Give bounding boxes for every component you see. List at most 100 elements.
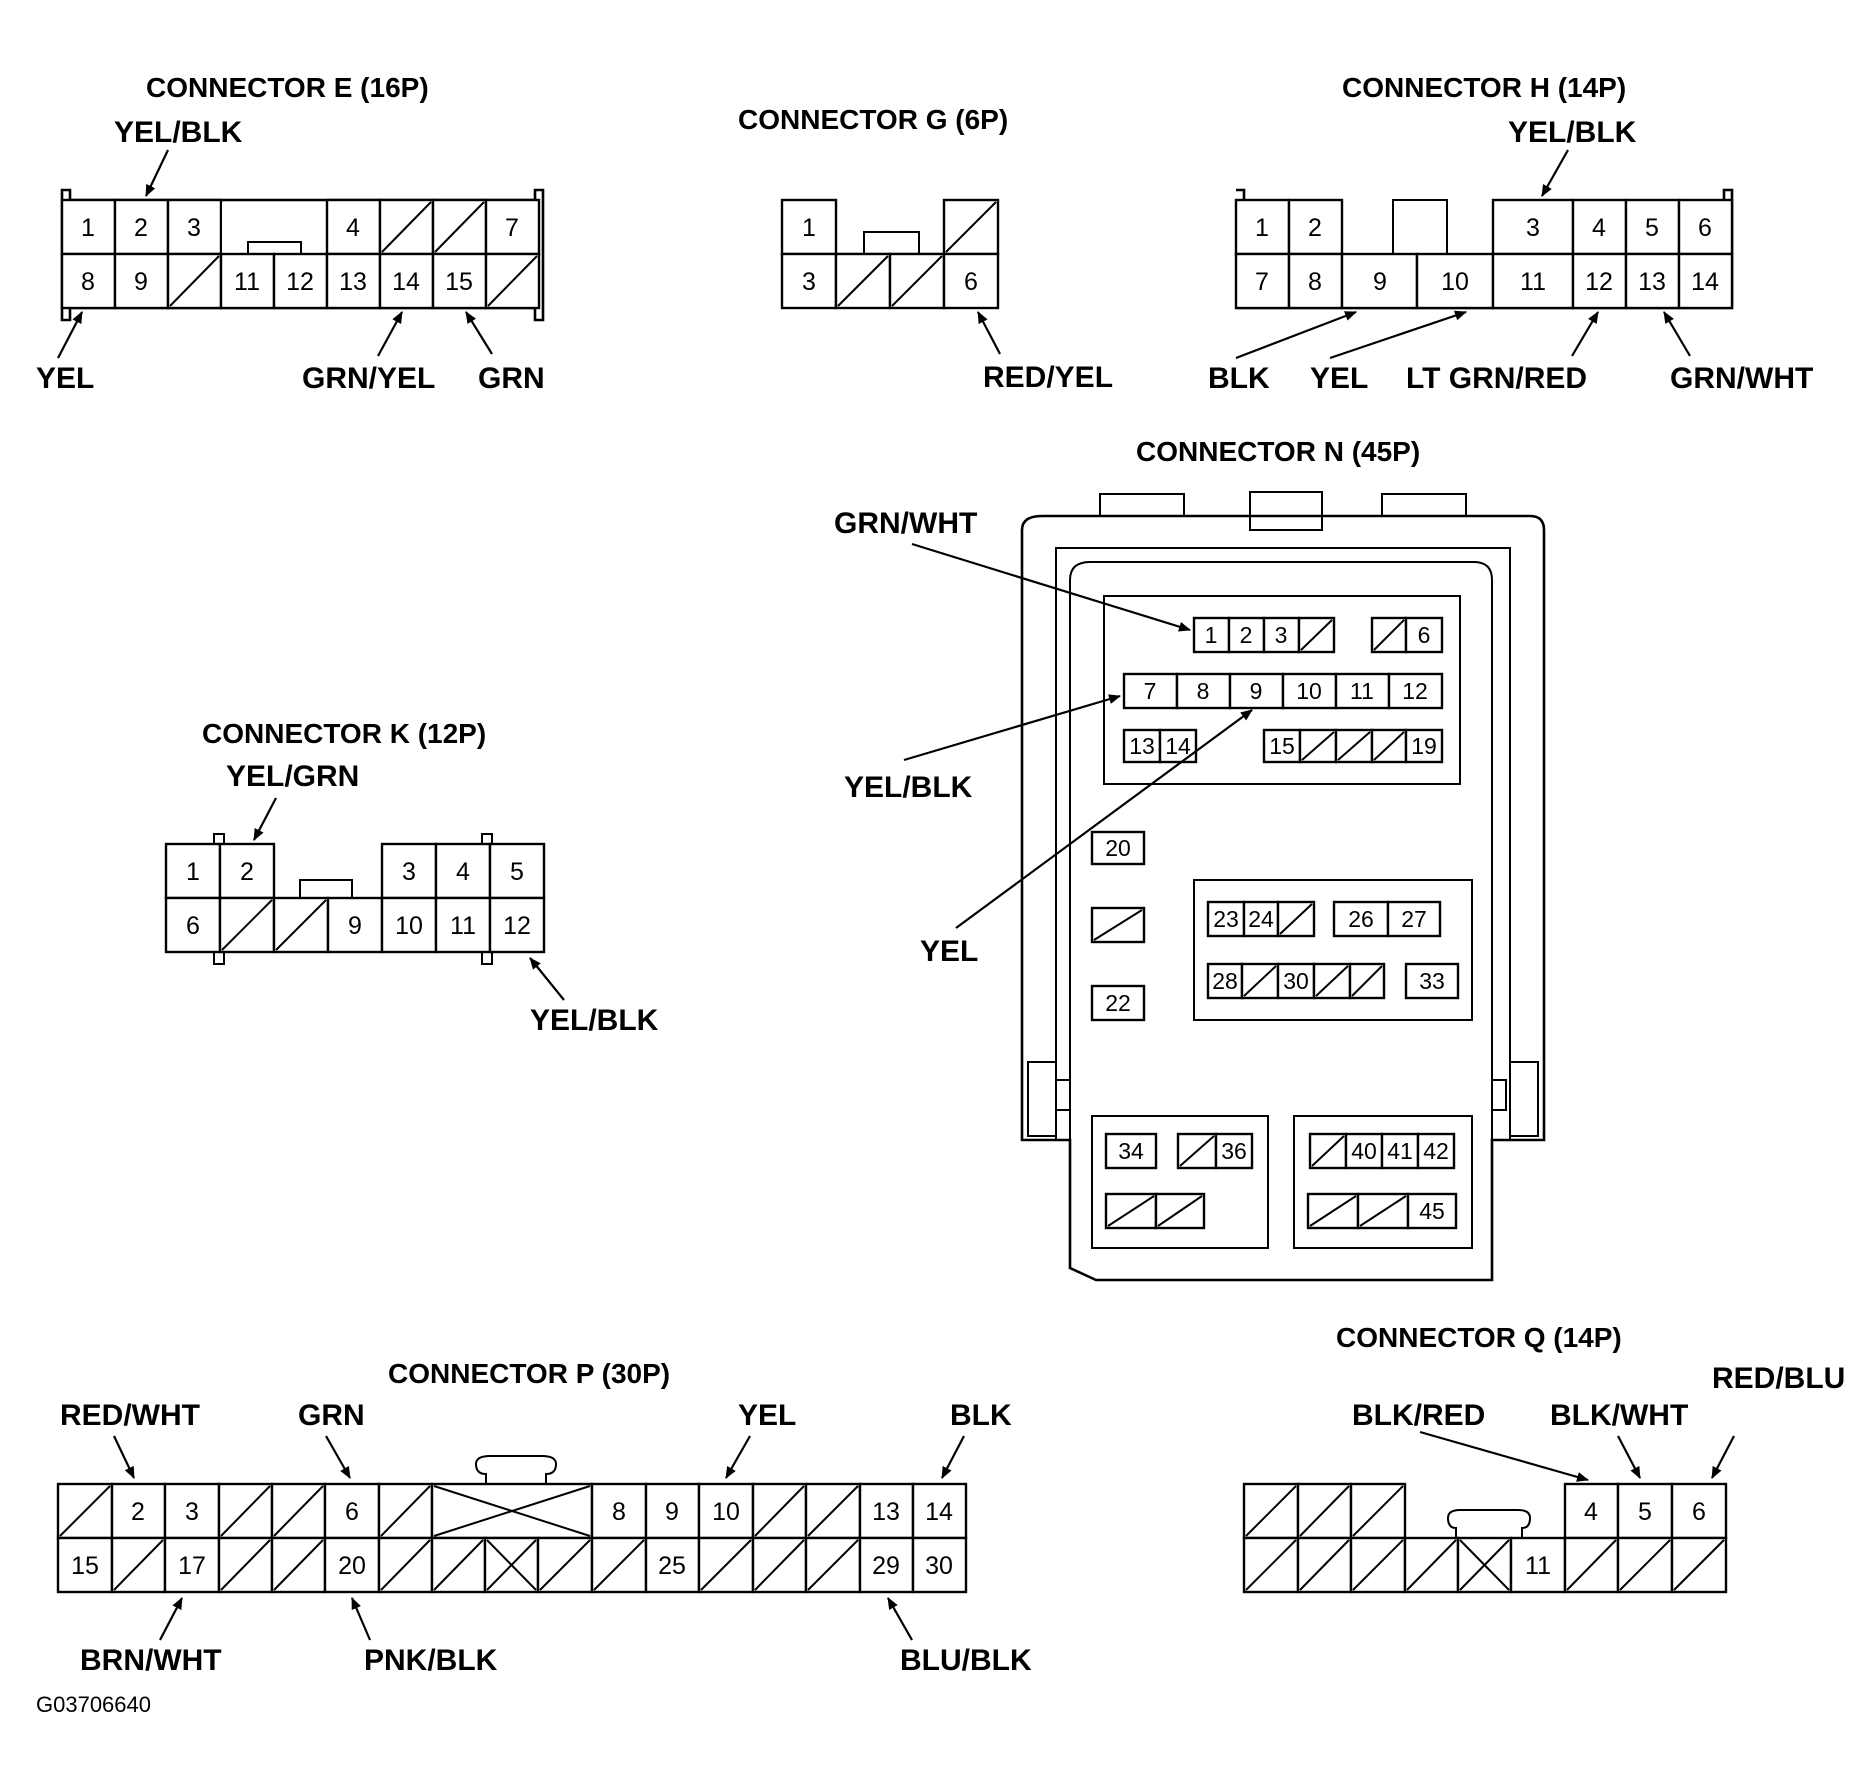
svg-text:14: 14 <box>1165 733 1191 759</box>
connector-k-wire-yel-grn: YEL/GRN <box>226 760 359 793</box>
connector-h-pin-9: 9 <box>1340 252 1419 310</box>
connector-p-empty-27 <box>751 1536 808 1594</box>
svg-text:3: 3 <box>802 268 816 296</box>
connector-n-pin-3: 3 <box>1262 616 1301 654</box>
svg-text:2: 2 <box>240 858 254 886</box>
connector-p-wire-grn: GRN <box>298 1399 365 1432</box>
connector-e-pin-9: 9 <box>113 252 170 310</box>
connector-e-wire-yel: YEL <box>36 362 94 395</box>
connector-n-pin-45: 45 <box>1406 1192 1458 1230</box>
connector-q-empty-9 <box>1349 1536 1407 1594</box>
svg-text:1: 1 <box>1205 622 1218 648</box>
connector-n-pin-42: 42 <box>1416 1132 1456 1170</box>
connector-n-pin-23: 23 <box>1206 900 1246 938</box>
connector-k-empty-7 <box>218 896 276 954</box>
connector-q: CONNECTOR Q (14P) 11 4 5 6 BLK/RED BLK/W… <box>1242 1322 1845 1594</box>
connector-q-pin-11: 11 <box>1509 1536 1567 1594</box>
connector-e-pin-15: 15 <box>431 252 488 310</box>
connector-e-wire-yel-blk: YEL/BLK <box>114 116 243 149</box>
svg-text:19: 19 <box>1411 733 1437 759</box>
svg-text:8: 8 <box>1197 678 1210 704</box>
connector-n-pin-7: 7 <box>1122 672 1179 710</box>
connector-n-pin-14: 14 <box>1158 728 1198 764</box>
connector-p-pin-13: 13 <box>858 1482 915 1540</box>
connector-q-empty-8 <box>1296 1536 1353 1594</box>
svg-text:11: 11 <box>1525 1552 1551 1580</box>
svg-text:2: 2 <box>1308 214 1322 242</box>
connector-g-empty-5 <box>888 252 946 310</box>
connector-q-wire-red-blu: RED/BLU <box>1712 1362 1845 1395</box>
connector-p-empty-19 <box>270 1536 327 1594</box>
svg-text:45: 45 <box>1419 1198 1445 1224</box>
connector-g-pin-3: 3 <box>780 252 838 310</box>
svg-text:3: 3 <box>185 1498 199 1526</box>
connector-p-blocked-23 <box>483 1536 540 1594</box>
svg-text:11: 11 <box>234 268 260 296</box>
svg-text:4: 4 <box>1592 214 1606 242</box>
connector-q-empty-10 <box>1403 1536 1460 1594</box>
connector-p-wire-brn-wht: BRN/WHT <box>80 1644 222 1677</box>
connector-p-pin-3: 3 <box>163 1482 221 1540</box>
connector-k-pin-6: 6 <box>164 896 222 954</box>
connector-k-pin-12: 12 <box>488 896 546 954</box>
svg-text:11: 11 <box>450 912 476 940</box>
svg-text:6: 6 <box>964 268 978 296</box>
svg-text:10: 10 <box>712 1498 740 1526</box>
svg-text:13: 13 <box>872 1498 900 1526</box>
connector-p-wire-blu-blk: BLU/BLK <box>900 1644 1032 1677</box>
connector-h-pin-11: 11 <box>1491 252 1575 310</box>
connector-n-pin-13: 13 <box>1122 728 1162 764</box>
connector-h-pin-4: 4 <box>1571 198 1628 256</box>
connector-e-pin-13: 13 <box>325 252 382 310</box>
connector-n-empty-29 <box>1240 962 1280 1000</box>
connector-e-pin-8: 8 <box>60 252 117 310</box>
connector-k-pin-5: 5 <box>488 842 546 900</box>
connector-n-pin-1: 1 <box>1192 616 1231 654</box>
connector-p-pin-29: 29 <box>858 1536 915 1594</box>
connector-p-empty-24b <box>590 1536 648 1594</box>
connector-e-wire-grn: GRN <box>478 362 545 395</box>
connector-e-pin-3: 3 <box>166 198 223 256</box>
connector-k-pin-4: 4 <box>434 842 492 900</box>
svg-text:17: 17 <box>178 1552 206 1580</box>
connector-n-pin-33: 33 <box>1404 962 1460 1000</box>
svg-text:42: 42 <box>1423 1138 1449 1164</box>
connector-e-empty-16 <box>484 252 541 310</box>
connector-n-pin-41: 41 <box>1380 1132 1420 1170</box>
connector-h-pin-8: 8 <box>1287 252 1344 310</box>
connector-h-pin-14: 14 <box>1677 252 1734 310</box>
connector-q-empty-7 <box>1242 1536 1300 1594</box>
svg-text:4: 4 <box>1584 1498 1598 1526</box>
svg-text:1: 1 <box>802 214 816 242</box>
svg-text:1: 1 <box>81 214 95 242</box>
svg-text:2: 2 <box>131 1498 145 1526</box>
connector-n-pin-8: 8 <box>1175 672 1232 710</box>
connector-q-empty-3 <box>1349 1482 1407 1540</box>
connector-q-pin-6: 6 <box>1670 1482 1728 1540</box>
connector-p-pin-14: 14 <box>911 1482 968 1540</box>
connector-e-pin-4: 4 <box>325 198 382 256</box>
connector-n-pin-26: 26 <box>1332 900 1390 938</box>
connector-h-wire-yel: YEL <box>1310 362 1368 395</box>
connector-k-title: CONNECTOR K (12P) <box>202 718 486 749</box>
svg-text:4: 4 <box>456 858 470 886</box>
svg-text:40: 40 <box>1351 1138 1377 1164</box>
connector-n-title: CONNECTOR N (45P) <box>1136 436 1420 467</box>
connector-n-empty-38 <box>1154 1192 1206 1230</box>
connector-p-pin-15: 15 <box>56 1536 114 1594</box>
svg-text:3: 3 <box>1275 622 1288 648</box>
connector-n-empty-16 <box>1298 728 1338 764</box>
connector-p-title: CONNECTOR P (30P) <box>388 1358 670 1389</box>
connector-n-empty-39 <box>1308 1132 1348 1170</box>
connector-q-blocked-center <box>1456 1536 1513 1594</box>
svg-text:12: 12 <box>1585 268 1613 296</box>
svg-text:3: 3 <box>1526 214 1540 242</box>
connector-n-pin-34: 34 <box>1104 1132 1158 1170</box>
connector-k-pin-3: 3 <box>380 842 438 900</box>
connector-p-empty-26 <box>697 1536 755 1594</box>
svg-text:11: 11 <box>1520 268 1546 296</box>
connector-n-empty-17 <box>1334 728 1374 764</box>
connector-h-pin-2: 2 <box>1287 198 1344 256</box>
connector-n-pin-12: 12 <box>1387 672 1444 710</box>
connector-n-empty-43 <box>1306 1192 1360 1230</box>
